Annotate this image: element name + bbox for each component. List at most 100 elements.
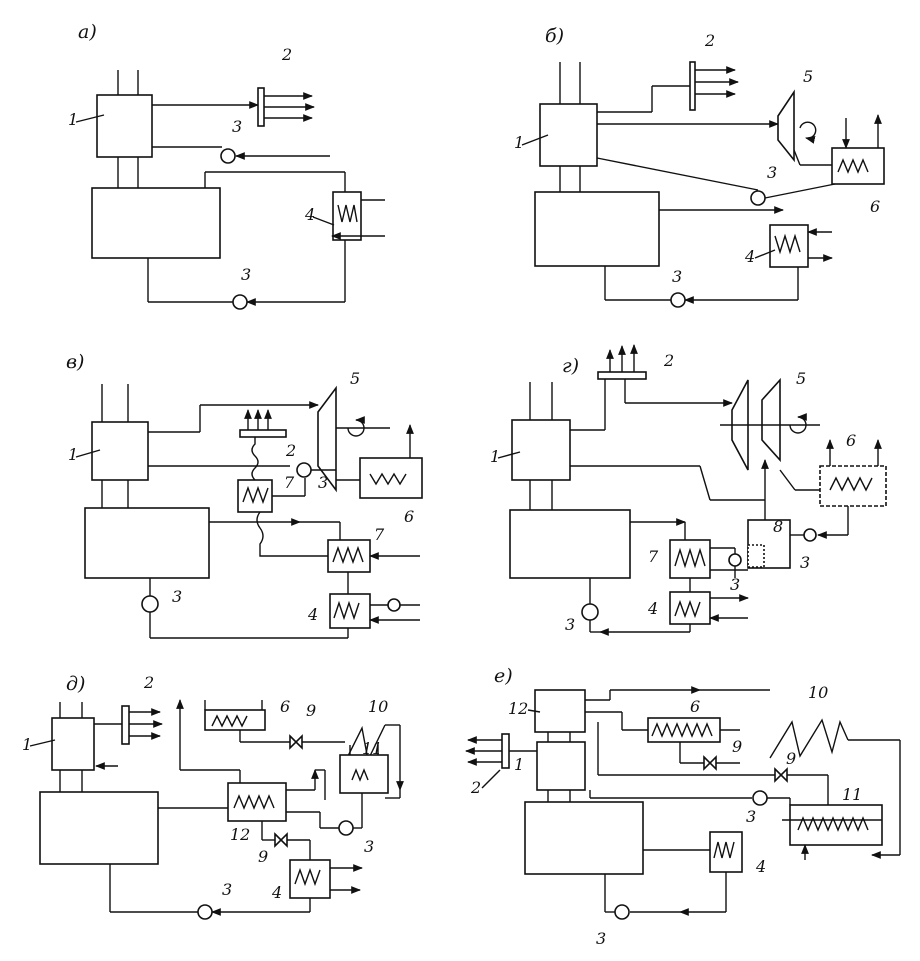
label-8-g: 8 — [773, 517, 783, 536]
label-5-v: 5 — [350, 369, 360, 388]
label-3-a-bottom: 3 — [241, 265, 251, 284]
exhaust-manifold-2-a — [257, 87, 265, 127]
label-1-d: 1 — [22, 735, 32, 754]
label-6-g: 6 — [846, 431, 856, 450]
label-9-d-top: 9 — [306, 701, 316, 720]
base-block-e — [524, 801, 644, 875]
label-3-a-top: 3 — [232, 117, 242, 136]
label-3-e-bottom: 3 — [596, 929, 606, 948]
label-5-b: 5 — [803, 67, 813, 86]
evaporator-11-d — [339, 754, 389, 794]
pump-3-e-bottom — [614, 904, 630, 920]
feed-tank-8-g-inner — [747, 544, 765, 568]
label-1-e: 1 — [514, 755, 524, 774]
heat-exchanger-4-b — [769, 224, 809, 268]
panel-label-v: в) — [66, 351, 84, 373]
label-7-g: 7 — [648, 547, 659, 566]
pump-3-g-mid — [728, 553, 742, 567]
label-2-g: 2 — [663, 351, 674, 370]
label-4-g: 4 — [647, 599, 658, 618]
label-2-b: 2 — [704, 31, 715, 50]
heat-exchanger-4-a — [332, 191, 362, 241]
label-3-v-top: 3 — [318, 473, 328, 492]
engine-unit-1-v — [91, 421, 149, 481]
label-1-a: 1 — [68, 110, 78, 129]
label-3-e-mid: 3 — [746, 807, 756, 826]
pump-3-d-bottom — [197, 904, 213, 920]
label-4-b: 4 — [744, 247, 755, 266]
label-1-v: 1 — [68, 445, 78, 464]
label-2-e: 2 — [470, 778, 481, 797]
label-2-a: 2 — [281, 45, 292, 64]
exhaust-manifold-2-e — [501, 733, 510, 769]
engine-unit-1-g — [511, 419, 571, 481]
label-4-d: 4 — [271, 883, 282, 902]
throttle-valve-9-d-bottom — [274, 832, 288, 848]
label-10-d: 10 — [368, 697, 388, 716]
label-3-g-bottom: 3 — [565, 615, 575, 634]
base-block-g — [509, 509, 631, 579]
label-3-d-mid: 3 — [364, 837, 374, 856]
turbine-5-v — [317, 385, 337, 493]
panel-label-e: е) — [494, 665, 513, 687]
condenser-6-g — [819, 465, 887, 507]
label-3-b-bottom: 3 — [672, 267, 682, 286]
label-3-g-right: 3 — [800, 553, 810, 572]
exhaust-manifold-2-g — [597, 371, 647, 380]
pump-3-v-loop — [387, 598, 401, 612]
turbine-5-g-second-stage — [761, 377, 781, 463]
label-10-e: 10 — [808, 683, 828, 702]
label-7-v-top: 7 — [284, 473, 295, 492]
label-4-v: 4 — [307, 605, 318, 624]
exhaust-manifold-2-v — [239, 429, 287, 438]
engine-unit-1-a — [96, 94, 153, 158]
label-9-e-top: 9 — [732, 737, 742, 756]
label-9-d-bottom: 9 — [258, 847, 268, 866]
label-6-d: 6 — [280, 697, 290, 716]
turbine-5-b — [777, 89, 795, 163]
heat-exchanger-4-d — [289, 859, 331, 899]
panel-d: д) — [22, 673, 404, 920]
panel-label-a: а) — [78, 21, 97, 43]
panel-e: е) — [465, 665, 901, 948]
engine-unit-1-b — [539, 103, 598, 167]
label-1-b: 1 — [514, 133, 524, 152]
label-3-v-bottom: 3 — [172, 587, 182, 606]
label-4-a: 4 — [304, 205, 315, 224]
label-1-g: 1 — [490, 447, 500, 466]
heat-exchanger-7-g — [669, 539, 711, 579]
exhaust-manifold-2-b — [689, 61, 696, 111]
label-4-e: 4 — [755, 857, 766, 876]
base-block-a — [91, 187, 221, 259]
pump-3-v-bottom — [141, 595, 159, 613]
base-block-d — [39, 791, 159, 865]
pump-3-e-mid — [752, 790, 768, 806]
pump-3-d-mid — [338, 820, 354, 836]
pump-3-b-top — [750, 190, 766, 206]
pump-3-g-right — [803, 528, 817, 542]
label-3-g-mid: 3 — [730, 575, 740, 594]
heat-exchanger-7-v-bottom — [327, 539, 371, 573]
label-2-v: 2 — [285, 441, 296, 460]
label-6-b: 6 — [870, 197, 880, 216]
pump-3-g-bottom — [581, 603, 599, 621]
label-11-e: 11 — [842, 785, 862, 804]
panel-label-b: б) — [545, 25, 564, 47]
turbocharger-12-e — [534, 689, 586, 733]
pump-3-b-bottom — [670, 292, 686, 308]
base-block-b — [534, 191, 660, 267]
panel-label-d: д) — [66, 673, 85, 695]
label-6-v: 6 — [404, 507, 414, 526]
label-12-e: 12 — [508, 699, 528, 718]
label-3-d-bottom: 3 — [222, 880, 232, 899]
label-11-d: 11 — [362, 739, 382, 758]
label-7-v-bottom: 7 — [374, 525, 385, 544]
label-12-d: 12 — [230, 825, 250, 844]
engine-unit-1-e — [536, 741, 586, 791]
label-2-d: 2 — [143, 673, 154, 692]
panel-v: в) — [66, 351, 423, 639]
panel-g: г) — [490, 344, 887, 636]
heat-exchanger-4-g — [669, 591, 711, 625]
throttle-valve-9-d-top — [289, 734, 303, 750]
